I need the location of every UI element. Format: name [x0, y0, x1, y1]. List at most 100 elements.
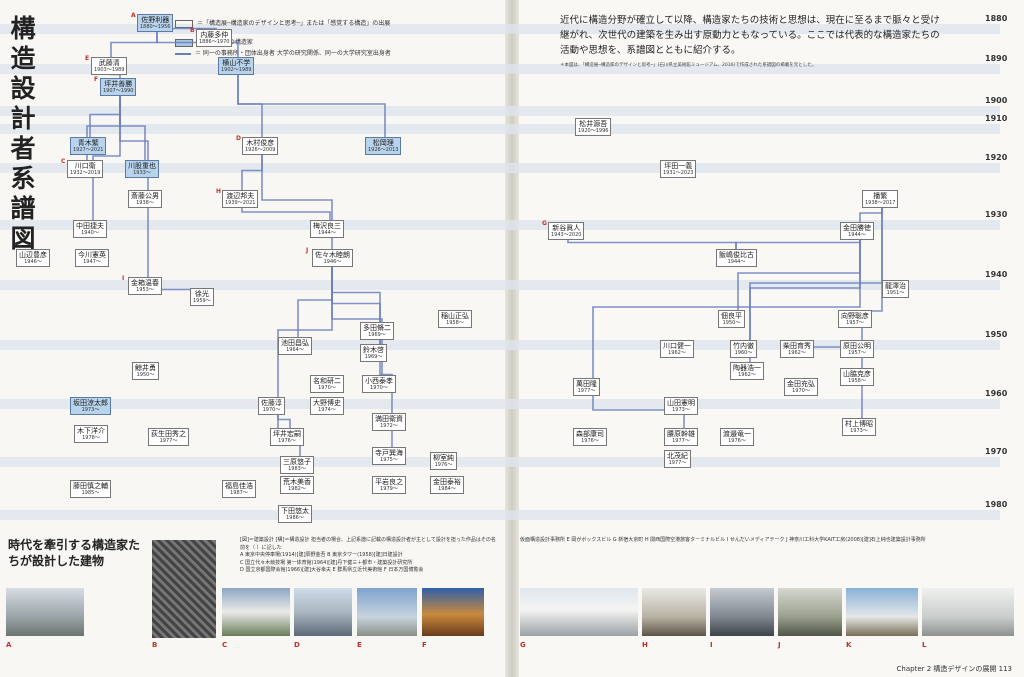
genealogy-link: [89, 92, 121, 137]
genealogy-link: [237, 71, 386, 137]
node-name: 下田悠太: [281, 507, 309, 515]
node-name: 金田充弘: [787, 380, 815, 388]
node-name: 小西泰孝: [365, 377, 393, 385]
node-years: 1944～: [727, 259, 746, 265]
photo-k: [846, 588, 918, 636]
node-years: 1926～2009: [245, 147, 276, 153]
node-years: 1976～: [728, 438, 746, 444]
node-years: 1969～: [364, 354, 383, 360]
year-label: 1900: [985, 96, 1008, 105]
node-years: 1933～: [133, 170, 151, 176]
node-tag: F: [94, 76, 99, 83]
node-years: 1985～: [81, 490, 100, 496]
year-label: 1970: [985, 447, 1008, 456]
photo-caption: B: [152, 641, 158, 649]
page-footer: Chapter 2 構造デザインの展開 113: [896, 665, 1012, 673]
node-years: 1964～: [286, 347, 304, 353]
node-years: 1970～: [792, 388, 810, 394]
node-name: 佐藤淳: [261, 399, 282, 407]
year-label: 1960: [985, 389, 1008, 398]
bottom-text-left: [図]＝建築設計 [構]＝構造設計 担当者の場合、上記系譜に記載の構造設計者が主…: [240, 537, 496, 573]
node-years: 1984～: [438, 486, 456, 492]
photo-caption: E: [357, 641, 362, 649]
bottom-text-right: 仮面構造設計事務所 E 岡がボックスビル G 新宿大京町 H 関西国際空港旅客タ…: [520, 537, 926, 543]
node-years: 1932～2019: [70, 170, 101, 176]
year-label: 1930: [985, 210, 1008, 219]
photo-caption: J: [778, 641, 781, 649]
year-label: 1940: [985, 270, 1008, 279]
node-years: 1977～: [668, 460, 687, 466]
node-name: 陶器浩一: [733, 364, 761, 372]
node-name: 原田公明: [843, 342, 871, 350]
node-years: 1973～: [850, 428, 868, 434]
node-years: 1939～2021: [225, 200, 256, 206]
title-char: 系: [10, 164, 36, 193]
bottom-heading: 時代を牽引する構造家たちが設計した建物: [8, 538, 141, 568]
node-name: 斎藤公男: [131, 192, 159, 200]
node-name: 佐野利器: [141, 16, 170, 24]
node-years: 1902～1989: [221, 67, 252, 73]
node-years: 1979～: [380, 486, 398, 492]
node-name: 木村俊彦: [246, 139, 275, 147]
node-name: 池田昌弘: [281, 339, 309, 347]
node-years: 1969～: [368, 332, 386, 338]
node-years: 1950～: [136, 372, 155, 378]
year-label: 1890: [985, 54, 1008, 63]
photo-j: [778, 588, 842, 636]
photo-b: [152, 540, 216, 638]
year-label: 1910: [985, 114, 1008, 123]
node-years: 1973～: [81, 407, 100, 413]
genealogy-link: [119, 92, 146, 160]
node-years: 1907～1990: [103, 88, 134, 94]
node-years: 1978～: [82, 435, 100, 441]
node-name: 坪井善勝: [104, 80, 133, 88]
node-name: 渡辺邦夫: [226, 192, 255, 200]
node-years: 1947～: [83, 259, 101, 265]
node-years: 1880～1956: [140, 24, 171, 30]
node-years: 1987～: [230, 490, 248, 496]
node-name: 中田捷夫: [76, 222, 104, 230]
node-name: 柴田育秀: [783, 342, 811, 350]
node-name: 川股重也: [128, 162, 156, 170]
photo-caption: L: [922, 641, 927, 649]
node-name: 大野博史: [313, 399, 341, 407]
legend-swatch-line: [175, 53, 191, 55]
node-name: 山田憲明: [667, 399, 695, 407]
node-years: 1970～: [318, 385, 336, 391]
node-years: 1960～: [734, 350, 753, 356]
photo-caption: G: [520, 641, 526, 649]
node-name: 木下洋介: [77, 427, 105, 435]
title-char: 計: [10, 104, 36, 133]
node-name: 腰原幹雄: [667, 430, 695, 438]
node-name: 坪田一義: [664, 162, 693, 170]
node-name: 北茂紀: [667, 452, 688, 460]
node-tag: J: [306, 247, 309, 254]
node-name: 新谷眞人: [552, 224, 581, 232]
photo-caption: I: [710, 641, 713, 649]
node-years: 1959～: [193, 298, 211, 304]
node-name: 佃良平: [721, 312, 742, 320]
